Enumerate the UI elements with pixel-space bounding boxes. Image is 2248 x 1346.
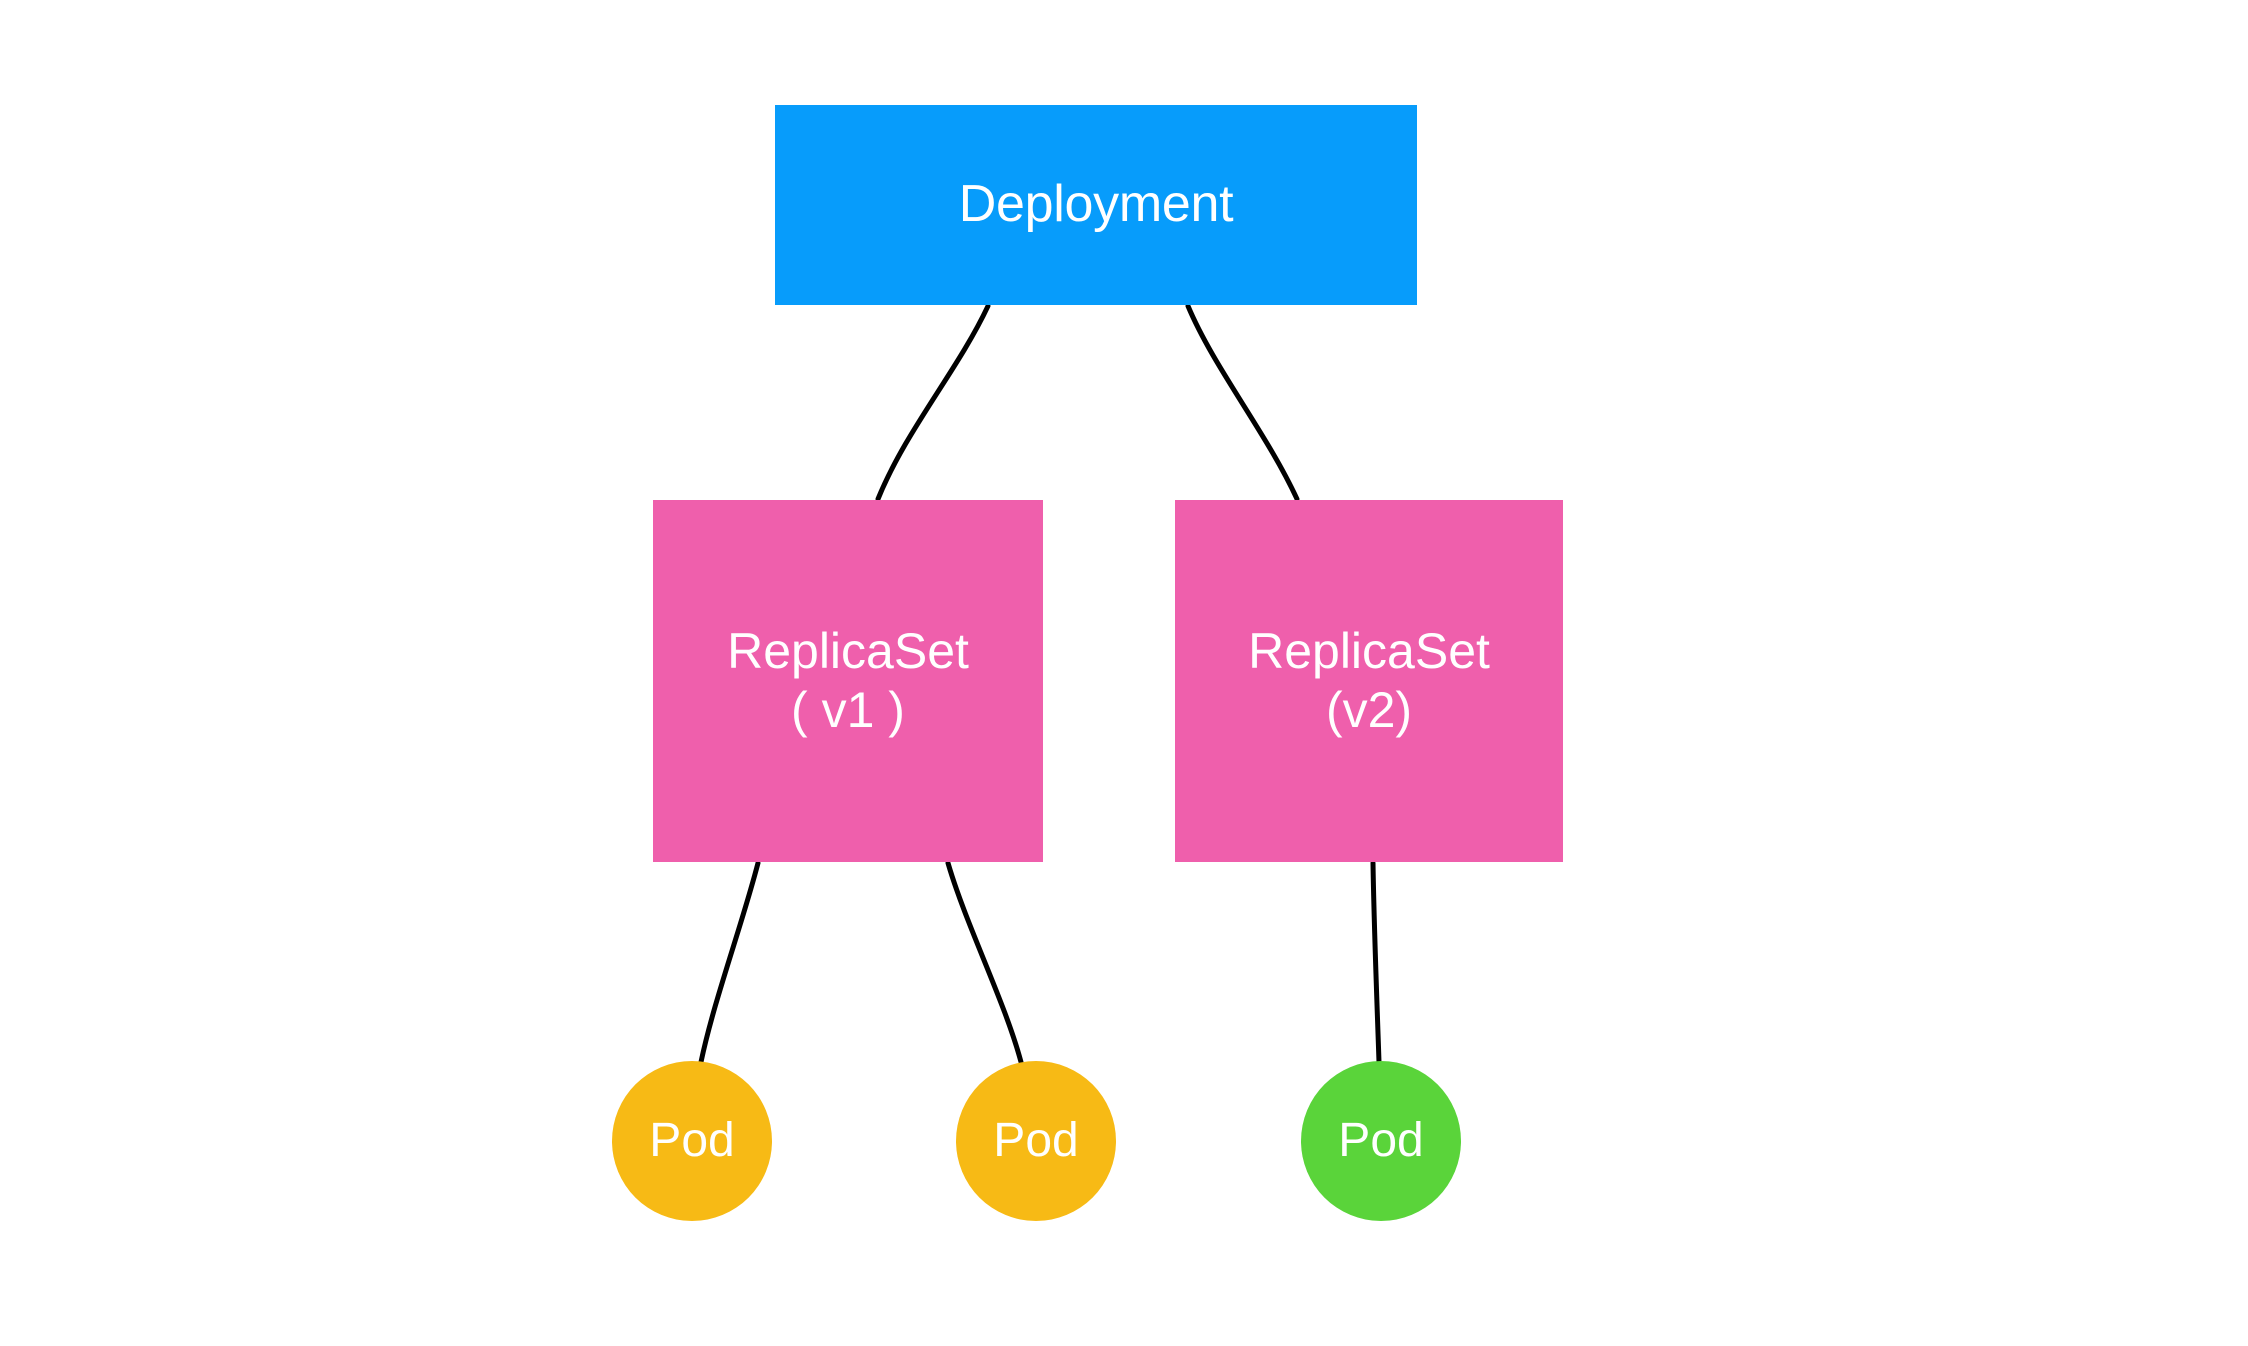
node-pod-1[interactable]: Pod: [612, 1061, 772, 1221]
node-replicaset-v1-label-line2: ( v1 ): [791, 682, 905, 738]
node-pod-2[interactable]: Pod: [956, 1061, 1116, 1221]
node-pod-3[interactable]: Pod: [1301, 1061, 1461, 1221]
node-replicaset-v2-label-line1: ReplicaSet: [1248, 623, 1490, 679]
node-replicaset-v1-label-line1: ReplicaSet: [727, 623, 969, 679]
node-replicaset-v2[interactable]: ReplicaSet (v2): [1175, 500, 1563, 862]
edge-deployment-to-replicaset-v2: [1185, 303, 1300, 502]
node-replicaset-v1[interactable]: ReplicaSet ( v1 ): [653, 500, 1043, 862]
node-replicaset-v2-label: ReplicaSet (v2): [1248, 622, 1490, 740]
node-deployment-label: Deployment: [958, 175, 1234, 234]
edge-replicaset-v1-to-pod-2: [945, 860, 1024, 1065]
node-deployment[interactable]: Deployment: [775, 105, 1417, 305]
edge-replicaset-v2-to-pod-3: [1370, 860, 1382, 1065]
node-pod-2-label: Pod: [993, 1113, 1079, 1167]
edge-replicaset-v1-to-pod-1: [698, 860, 761, 1065]
edge-deployment-to-replicaset-v1: [875, 303, 991, 502]
node-replicaset-v2-label-line2: (v2): [1325, 682, 1413, 738]
node-pod-1-label: Pod: [649, 1113, 735, 1167]
node-replicaset-v1-label: ReplicaSet ( v1 ): [727, 622, 969, 740]
node-pod-3-label: Pod: [1338, 1113, 1424, 1167]
